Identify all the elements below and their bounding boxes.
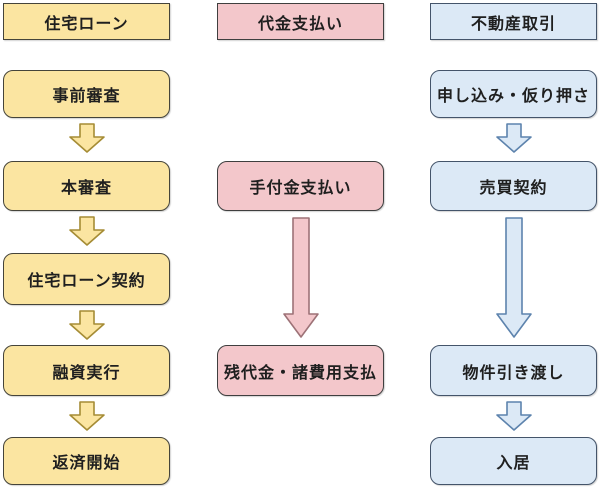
step-final-screening: 本審査 <box>3 161 170 211</box>
long-down-arrow-icon <box>283 217 319 338</box>
step-repayment-start: 返済開始 <box>3 437 170 485</box>
step-loan-disbursement: 融資実行 <box>3 345 170 396</box>
long-down-arrow-icon <box>496 217 532 338</box>
down-arrow-icon <box>496 123 532 153</box>
step-preliminary-screening: 事前審査 <box>3 70 170 118</box>
down-arrow-icon <box>69 216 105 246</box>
step-move-in: 入居 <box>430 437 597 485</box>
down-arrow-icon <box>69 310 105 340</box>
step-property-handover: 物件引き渡し <box>430 345 597 396</box>
header-payment: 代金支払い <box>217 3 384 40</box>
header-real-estate-transaction: 不動産取引 <box>430 3 597 40</box>
step-application-hold: 申し込み・仮り押さ <box>430 70 597 118</box>
step-balance-and-fees-payment: 残代金・諸費用支払 <box>217 345 384 396</box>
down-arrow-icon <box>69 123 105 153</box>
step-loan-contract: 住宅ローン契約 <box>3 253 170 305</box>
step-sales-contract: 売買契約 <box>430 161 597 211</box>
down-arrow-icon <box>496 401 532 431</box>
step-deposit-payment: 手付金支払い <box>217 161 384 211</box>
header-housing-loan: 住宅ローン <box>3 3 170 40</box>
down-arrow-icon <box>69 401 105 431</box>
